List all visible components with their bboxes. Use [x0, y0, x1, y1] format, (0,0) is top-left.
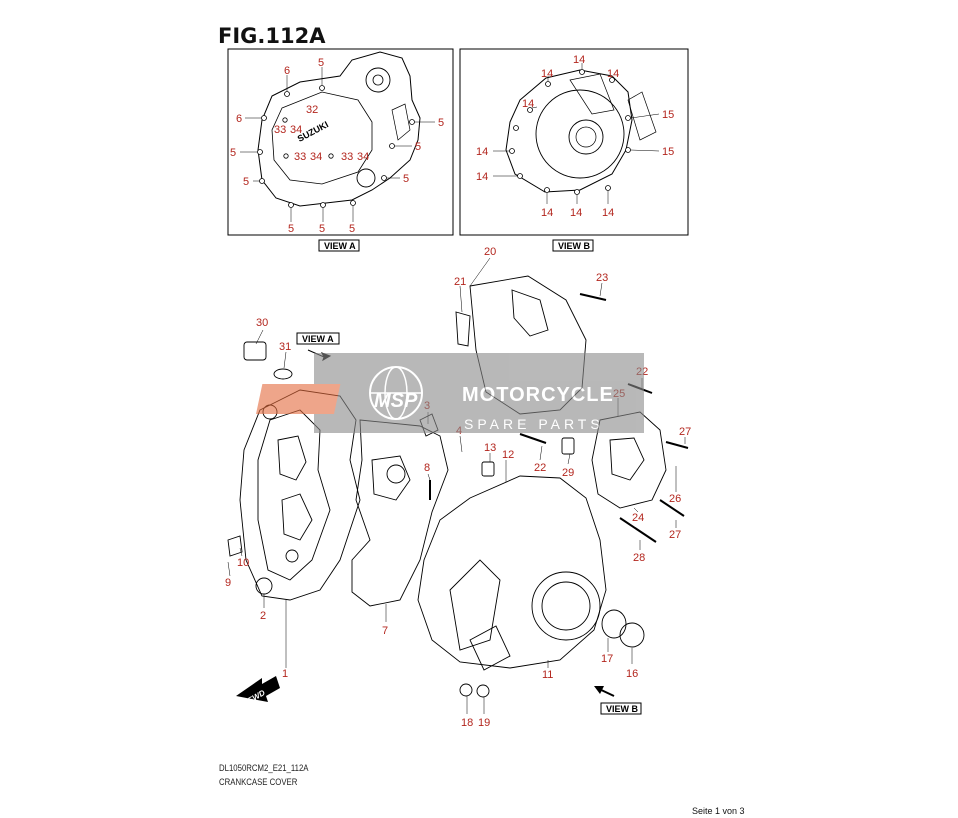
- callout: 27: [669, 529, 681, 541]
- callout: 11: [542, 669, 553, 681]
- callout: 22: [534, 462, 546, 474]
- callout: 31: [279, 341, 291, 353]
- callout: 34: [310, 151, 322, 163]
- callout: 14: [602, 207, 614, 219]
- callout: 24: [632, 512, 644, 524]
- callout: 5: [230, 147, 236, 159]
- watermark-subtitle: SPARE PARTS: [464, 416, 604, 432]
- callout: 20: [484, 246, 496, 258]
- callout: 6: [284, 65, 290, 77]
- watermark-badge: MSP: [374, 390, 418, 412]
- callout: 5: [438, 117, 444, 129]
- callout: 8: [424, 462, 430, 474]
- callout: 29: [562, 467, 574, 479]
- figure-name: CRANKCASE COVER: [219, 777, 298, 788]
- fwd-arrow: FWD: [236, 676, 280, 705]
- callout: 5: [349, 223, 355, 235]
- callout: 14: [607, 68, 619, 80]
- callout: 14: [570, 207, 582, 219]
- callout: 30: [256, 317, 268, 329]
- callout: 33: [341, 151, 353, 163]
- callout: 15: [662, 109, 674, 121]
- watermark-title: MOTORCYCLE: [462, 384, 614, 406]
- callout: 18: [461, 717, 473, 729]
- callout: 33: [274, 124, 286, 136]
- callout: 21: [454, 276, 466, 288]
- callout: 17: [601, 653, 613, 665]
- callout: 26: [669, 493, 681, 505]
- view-a-label-box: VIEW A: [318, 239, 360, 252]
- callout: 32: [306, 104, 318, 116]
- figure-code: DL1050RCM2_E21_112A: [219, 763, 309, 774]
- callout: 13: [484, 442, 496, 454]
- callout: 5: [288, 223, 294, 235]
- figure-title: FIG.112A: [218, 24, 326, 48]
- callout: 34: [290, 124, 302, 136]
- main-view-b-label: VIEW B: [606, 704, 639, 714]
- main-callouts: 20 21 23 30 31 22 25 3 4 13 12 22 29 27 …: [225, 246, 691, 729]
- callout: 33: [294, 151, 306, 163]
- callout: 14: [541, 68, 553, 80]
- callout: 5: [403, 173, 409, 185]
- main-view-a-label: VIEW A: [302, 334, 334, 344]
- callout: 14: [476, 171, 488, 183]
- main-view-b-marker: VIEW B: [594, 686, 642, 715]
- callout: 6: [236, 113, 242, 125]
- callout: 9: [225, 577, 231, 589]
- callout: 5: [415, 141, 421, 153]
- view-a-callouts: 6 5 32 6 33 34 5 33 34 33 34 5 5 5 5 5 5…: [230, 57, 444, 235]
- callout: 27: [679, 426, 691, 438]
- view-b-label-box: VIEW B: [552, 239, 594, 252]
- view-b-inset: [459, 48, 689, 236]
- callout: 23: [596, 272, 608, 284]
- callout: 10: [237, 557, 249, 569]
- callout: 5: [243, 176, 249, 188]
- callout: 19: [478, 717, 490, 729]
- callout: 14: [522, 98, 534, 110]
- callout: 5: [318, 57, 324, 69]
- callout: 1: [282, 668, 288, 680]
- callout: 12: [502, 449, 514, 461]
- callout: 5: [319, 223, 325, 235]
- page-number: Seite 1 von 3: [692, 806, 745, 816]
- watermark: MSP MOTORCYCLE SPARE PARTS: [256, 353, 644, 433]
- view-a-label: VIEW A: [324, 241, 356, 251]
- view-b-label: VIEW B: [558, 241, 591, 251]
- callout: 14: [476, 146, 488, 158]
- callout: 7: [382, 625, 388, 637]
- callout: 34: [357, 151, 369, 163]
- callout: 16: [626, 668, 638, 680]
- callout: 15: [662, 146, 674, 158]
- callout: 14: [573, 54, 585, 66]
- view-a-inset: SUZUKI: [227, 48, 454, 236]
- callout: 28: [633, 552, 645, 564]
- view-b-callouts: 14 14 14 14 14 14 14 14 14 15 15: [476, 54, 674, 219]
- callout: 14: [541, 207, 553, 219]
- callout: 2: [260, 610, 266, 622]
